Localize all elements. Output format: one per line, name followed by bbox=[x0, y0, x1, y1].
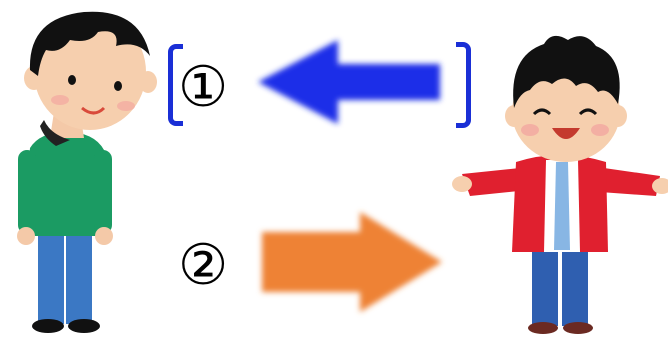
bracket-left bbox=[168, 44, 183, 126]
person-right bbox=[452, 35, 668, 334]
person-left bbox=[17, 11, 157, 333]
arrow-left-blue bbox=[258, 40, 440, 124]
step-two-label: ② bbox=[178, 233, 229, 298]
bracket-right bbox=[456, 42, 471, 128]
arrow-right-orange bbox=[262, 212, 442, 312]
step-one-label: ① bbox=[178, 55, 229, 120]
